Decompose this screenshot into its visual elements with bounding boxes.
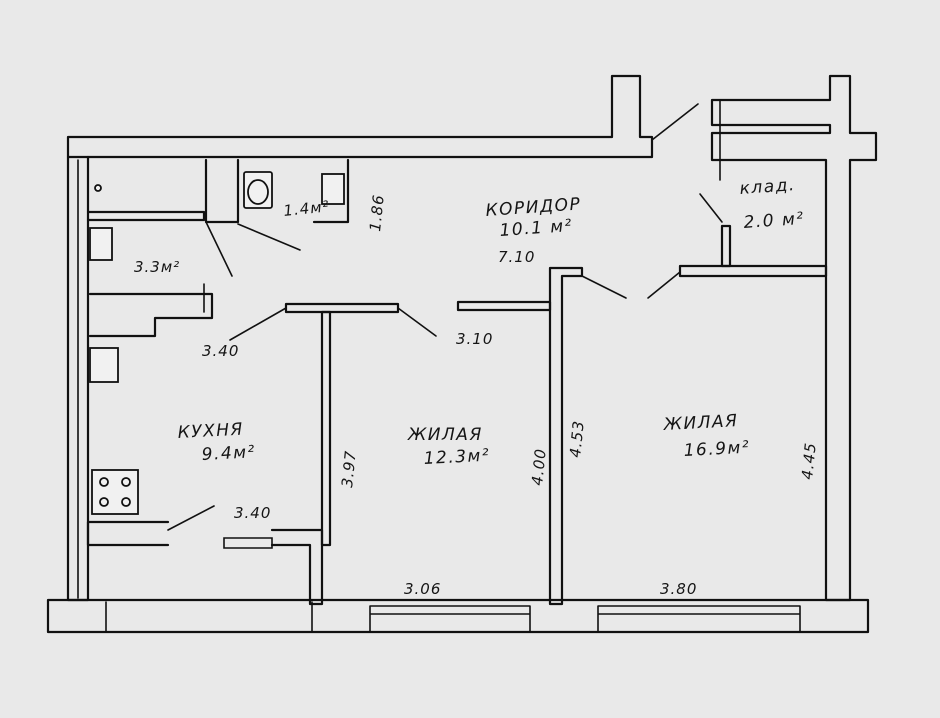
fixtures	[89, 171, 345, 515]
dim-3-40-top: 3.40	[202, 342, 239, 360]
doors	[167, 103, 723, 531]
living2-area: 16.9м²	[683, 438, 750, 461]
room-labels: КОРИДОР 10.1 м² клад. 2.0 м² 1.4м² 3.3м²…	[134, 175, 805, 469]
stove-burner-4	[121, 497, 131, 507]
kitchen-door	[229, 307, 287, 341]
dim-3-40-bottom: 3.40	[234, 504, 271, 522]
kitchen-stove	[91, 469, 139, 515]
stove-burner-1	[99, 477, 109, 487]
kitchen-bottom-wall	[270, 528, 324, 606]
bathroom-lower-wall	[88, 292, 214, 338]
stove-burner-3	[99, 497, 109, 507]
dim-3-80: 3.80	[660, 580, 697, 598]
storage-name: клад.	[739, 175, 796, 199]
kitchen-area: 9.4м²	[201, 442, 256, 465]
living2-name: ЖИЛАЯ	[662, 411, 739, 435]
bottom-wall-seg-3	[369, 605, 531, 633]
bathroom-area: 3.3м²	[134, 258, 180, 276]
dim-3-06: 3.06	[404, 580, 441, 598]
washbasin	[89, 227, 113, 261]
kitchen-lower-wall	[86, 520, 170, 547]
bathroom-small-area: 1.4м²	[283, 197, 331, 220]
bathroom-door	[205, 221, 233, 277]
storage-door	[699, 193, 723, 223]
dim-7-10: 7.10	[498, 248, 535, 266]
kitchen-lower-door	[167, 505, 215, 531]
living-partition	[548, 266, 584, 606]
toilet-wall-right	[312, 158, 350, 224]
kitchen-bottom-detail	[223, 537, 273, 549]
walls	[46, 74, 878, 634]
toilet-wall-left	[204, 158, 240, 224]
living1-area: 12.3м²	[423, 446, 490, 469]
storage-side-wall	[720, 224, 732, 268]
dim-4-53: 4.53	[566, 419, 588, 458]
dimension-labels: 1.86 7.10 3.10 3.40 3.40 3.97 4.00 4.53 …	[202, 193, 820, 598]
toilet-sink	[321, 173, 345, 205]
toilet-bowl	[247, 179, 269, 205]
dim-3-10: 3.10	[456, 330, 493, 348]
dim-4-45: 4.45	[798, 441, 820, 480]
bottom-wall	[46, 598, 870, 634]
bottom-wall-seg-4	[597, 605, 801, 633]
bath-drain	[94, 184, 102, 192]
kitchen-name: КУХНЯ	[177, 420, 244, 443]
bathroom-upper-wall	[86, 210, 206, 222]
living2-door-b	[647, 271, 681, 299]
living1-name: ЖИЛАЯ	[407, 425, 483, 445]
corridor-stub-left	[284, 302, 400, 314]
kitchen-sink	[89, 347, 119, 383]
living2-door-a	[581, 275, 627, 299]
toilet-door	[237, 223, 301, 251]
dim-4-00: 4.00	[528, 447, 550, 486]
stove-burner-2	[121, 477, 131, 487]
dim-1-86: 1.86	[366, 193, 388, 232]
living1-door	[397, 307, 437, 337]
storage-area: 2.0 м²	[743, 209, 805, 233]
entrance-door	[651, 103, 699, 141]
top-wall	[66, 74, 654, 159]
kitchen-living1-wall	[320, 310, 332, 547]
dim-3-97: 3.97	[338, 449, 360, 488]
